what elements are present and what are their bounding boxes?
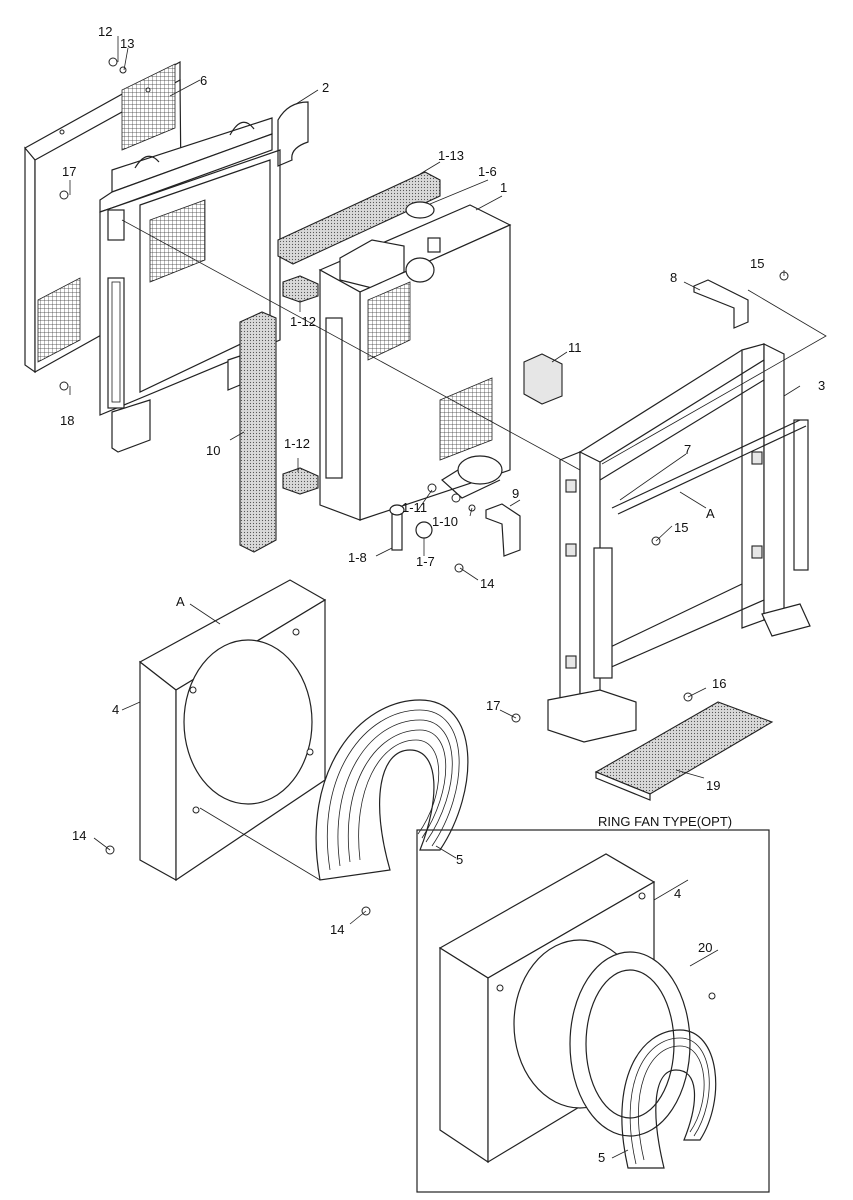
label-14-left: 14 [72, 828, 86, 843]
label-A-shroud: A [176, 594, 185, 609]
label-1-12-upper: 1-12 [290, 314, 316, 329]
label-3: 3 [818, 378, 825, 393]
foam-strip-side [239, 311, 277, 553]
label-20: 20 [698, 940, 712, 955]
label-1-10: 1-10 [432, 514, 458, 529]
label-12: 12 [98, 24, 112, 39]
label-4-inset: 4 [674, 886, 681, 901]
label-2: 2 [322, 80, 329, 95]
fan-guard [315, 699, 469, 881]
label-1-6: 1-6 [478, 164, 497, 179]
label-A-frame: A [706, 506, 715, 521]
label-8: 8 [670, 270, 677, 285]
label-9: 9 [512, 486, 519, 501]
label-1-11: 1-11 [402, 500, 427, 515]
foam-pad-upper [282, 275, 319, 303]
part-labels: 12 13 6 2 1-13 1-6 1 17 15 8 1-12 11 3 1… [60, 24, 825, 1165]
mounting-bracket-8 [693, 279, 749, 329]
label-1-7: 1-7 [416, 554, 435, 569]
radiator-support-frame [547, 343, 811, 743]
label-1: 1 [500, 180, 507, 195]
foam-pad-lower [282, 467, 319, 495]
inset-border [416, 829, 770, 1193]
leader-lines [69, 36, 827, 925]
label-11: 11 [568, 340, 582, 355]
label-10: 10 [206, 443, 220, 458]
label-13: 13 [120, 36, 134, 51]
label-7: 7 [684, 442, 691, 457]
label-17-top: 17 [62, 164, 76, 179]
label-4-main: 4 [112, 702, 119, 717]
foam-strip-top [277, 171, 441, 265]
label-1-13: 1-13 [438, 148, 464, 163]
label-5-main: 5 [456, 852, 463, 867]
label-16: 16 [712, 676, 726, 691]
label-14-bottom: 14 [330, 922, 344, 937]
label-14-mid: 14 [480, 576, 494, 591]
label-19: 19 [706, 778, 720, 793]
label-17-bottom: 17 [486, 698, 500, 713]
label-5-inset: 5 [598, 1150, 605, 1165]
inset-title: RING FAN TYPE(OPT) [598, 814, 732, 829]
drain-parts [389, 483, 476, 551]
label-18: 18 [60, 413, 74, 428]
fan-shroud [138, 579, 327, 882]
label-1-12-lower: 1-12 [284, 436, 310, 451]
label-1-8: 1-8 [348, 550, 367, 565]
mounting-bracket-9 [485, 503, 521, 557]
ring-fan-inset [416, 829, 770, 1193]
rubber-block [523, 353, 563, 405]
label-6: 6 [200, 73, 207, 88]
label-15-mid: 15 [674, 520, 688, 535]
label-15-top: 15 [750, 256, 764, 271]
radiator-core [318, 201, 512, 521]
radiator-front-frame [99, 101, 309, 453]
